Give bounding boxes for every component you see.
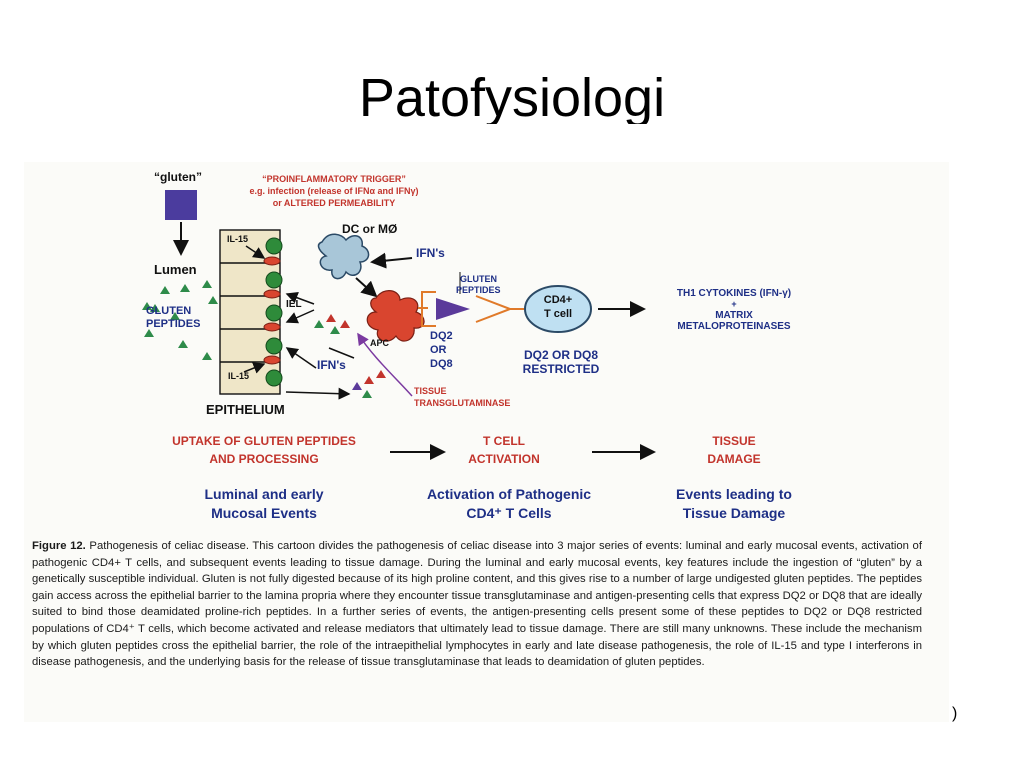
gluten-peptide-triangle (436, 298, 470, 320)
ttg-label-1: TISSUE (414, 386, 447, 396)
gluten-peptides-mid-1: GLUTEN (460, 274, 497, 284)
stage1-line-1: UPTAKE OF GLUTEN PEPTIDES (172, 434, 356, 448)
stage2-line-2: ACTIVATION (468, 452, 540, 466)
iel-label: IEL (286, 299, 302, 310)
epithelium-label: EPITHELIUM (206, 402, 285, 417)
figure-caption: Figure 12. Pathogenesis of celiac diseas… (32, 538, 922, 671)
cd4-label-1: CD4+ (543, 294, 573, 306)
ifns-top-arrow (370, 252, 413, 269)
il15-bottom-label: IL-15 (228, 371, 250, 381)
stage3-line-2: DAMAGE (707, 452, 761, 466)
caption-label: Figure 12. (32, 540, 86, 552)
stage2-line-1: T CELL (483, 434, 525, 448)
dq-line-3: DQ8 (430, 358, 453, 370)
stage3-line-1: TISSUE (712, 434, 756, 448)
caption-text: Pathogenesis of celiac disease. This car… (32, 540, 922, 669)
pathogenesis-figure: “gluten” Lumen GLUTEN PEPTIDES IL-15 IL-… (24, 162, 949, 722)
th1-line-4: METALOPROTEINASES (677, 321, 791, 332)
ttg-arrow (357, 332, 413, 397)
th1-line-2: + (731, 299, 737, 309)
trigger-line-3: or ALTERED PERMEABILITY (272, 198, 396, 208)
event1-line-1: Luminal and early (204, 486, 324, 502)
gluten-peptides-mid-2: PEPTIDES (456, 285, 501, 295)
iel-cells (263, 256, 281, 365)
event3-line-2: Tissue Damage (682, 505, 786, 521)
dc-label: DC or MØ (342, 222, 398, 236)
event2-line-1: Activation of Pathogenic (426, 486, 592, 502)
event3-line-1: Events leading to (676, 486, 792, 502)
il15-top-label: IL-15 (227, 234, 249, 244)
page-number: ) (952, 705, 958, 722)
dc-to-apc-arrow (355, 277, 378, 298)
apc-cell (366, 290, 425, 342)
tcr (475, 295, 513, 323)
ifns-bottom-label: IFN's (317, 358, 346, 372)
lumen-label: Lumen (154, 262, 197, 277)
apc-label: APC (370, 338, 390, 348)
th1-line-3: MATRIX (715, 310, 753, 321)
trigger-line-2: e.g. infection (release of IFNα and IFNγ… (249, 186, 419, 196)
lumen-peptide-triangles (142, 280, 218, 360)
restricted-label-1: DQ2 OR DQ8 (523, 348, 598, 362)
gluten-peptides-left-1: GLUTEN (146, 305, 192, 317)
dq-line-2: OR (430, 344, 447, 356)
slide-title: Patofysiologi (358, 68, 666, 124)
ttg-label-2: TRANSGLUTAMINASE (414, 398, 511, 408)
restricted-label-2: RESTRICTED (522, 362, 600, 376)
diagram-graphics (142, 190, 656, 460)
th1-line-1: TH1 CYTOKINES (IFN-γ) (676, 288, 792, 299)
stage1-line-2: AND PROCESSING (209, 452, 319, 466)
epithelium-arrows (243, 245, 355, 400)
event2-line-2: CD4⁺ T Cells (466, 505, 552, 521)
dq-line-1: DQ2 (430, 330, 453, 342)
gluten-label: “gluten” (154, 170, 202, 184)
cd4-label-2: T cell (543, 308, 573, 320)
apc-peptides (314, 314, 386, 398)
ifns-top-label: IFN's (416, 246, 445, 260)
epithelium-nuclei (265, 237, 283, 387)
cd4-cell (524, 285, 592, 333)
gluten-peptides-left-2: PEPTIDES (146, 318, 201, 330)
dc-cell (317, 233, 370, 280)
gluten-box (165, 190, 197, 220)
trigger-line-1: “PROINFLAMMATORY TRIGGER” (262, 174, 406, 184)
event1-line-2: Mucosal Events (211, 505, 317, 521)
